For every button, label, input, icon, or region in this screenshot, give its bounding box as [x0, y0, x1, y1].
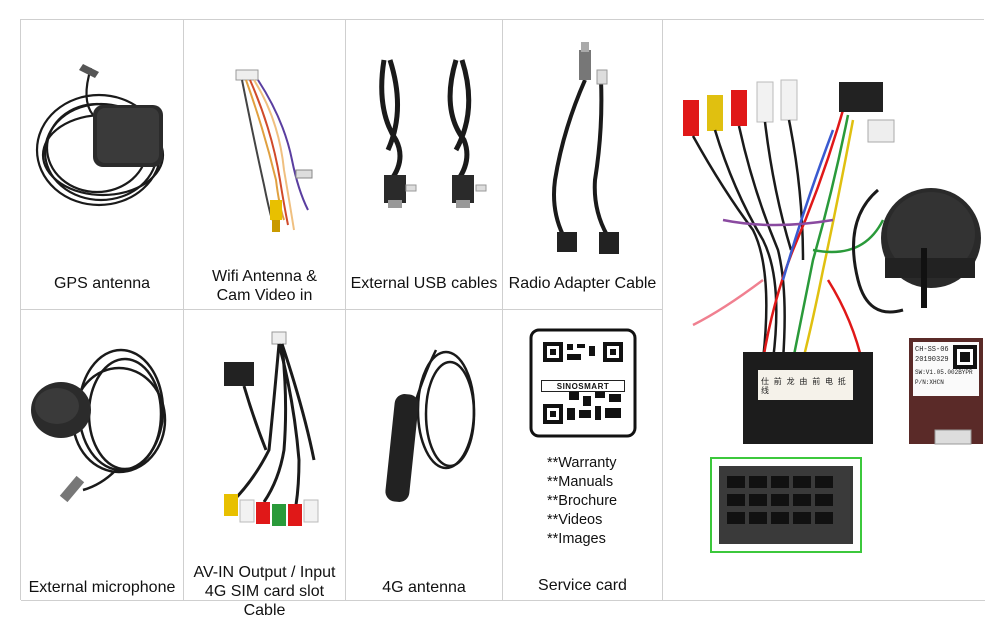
caption-wifi-line2: Cam Video in — [216, 287, 313, 304]
decoder-label-line4: P/N:XHCN — [915, 379, 944, 386]
caption-gps-antenna: GPS antenna — [53, 275, 151, 292]
caption-service-card: Service card — [538, 577, 627, 594]
caption-wifi-line1: Wifi Antenna & — [212, 268, 317, 285]
connector-label: 仕 前 龙 由 前 电 抵 线 — [761, 378, 846, 396]
caption-4g-antenna: 4G antenna — [382, 579, 466, 596]
cell-wifi-antenna: Wifi Antenna & Cam Video in — [184, 20, 346, 310]
decoder-label-line3: SW:V1.05.002BYPR — [915, 369, 973, 376]
service-item-warranty: **Warranty — [547, 455, 617, 471]
usb-cables-image — [379, 59, 487, 208]
caption-av-in-line1: AV-IN Output / Input — [193, 564, 336, 581]
gps-antenna-image — [35, 64, 165, 207]
qr-brand-label: SINOSMART — [541, 380, 625, 392]
cell-4g-antenna: 4G antenna — [346, 310, 503, 601]
cell-gps-antenna: GPS antenna — [21, 20, 184, 310]
radio-adapter-image — [552, 42, 619, 254]
decoder-label-line1: CH-SS-06 — [915, 346, 949, 354]
caption-usb-cables: External USB cables — [350, 275, 498, 292]
cell-usb-cables: External USB cables — [346, 20, 503, 310]
accessory-grid: GPS antenna Wifi Antenna & Cam Video in — [20, 19, 985, 619]
cell-radio-adapter: Radio Adapter Cable — [503, 20, 663, 310]
cell-external-microphone: External microphone — [21, 310, 184, 601]
cell-main-harness: 仕 前 龙 由 前 电 抵 线 CH-SS-06 20190329 SW:V1.… — [663, 20, 985, 601]
av-in-cable-image — [224, 331, 319, 526]
cell-av-in-cable: AV-IN Output / Input 4G SIM card slot Ca… — [184, 310, 346, 619]
wifi-antenna-image — [235, 69, 313, 232]
microphone-image — [31, 348, 167, 503]
service-item-brochure: **Brochure — [547, 493, 618, 509]
service-item-images: **Images — [547, 531, 606, 547]
decoder-label-line2: 20190329 — [915, 356, 949, 364]
service-card-list: **Warranty **Manuals **Brochure **Videos… — [547, 454, 617, 549]
service-item-videos: **Videos — [547, 512, 603, 528]
cell-service-card: SINOSMART **Warranty **Manuals **Brochur… — [503, 310, 663, 601]
caption-external-microphone: External microphone — [28, 579, 176, 596]
caption-radio-adapter: Radio Adapter Cable — [508, 275, 657, 292]
service-item-manuals: **Manuals — [547, 474, 614, 490]
caption-av-in-line2: 4G SIM card slot Cable — [204, 583, 325, 619]
main-harness-image — [683, 79, 983, 553]
4g-antenna-image — [385, 349, 476, 502]
